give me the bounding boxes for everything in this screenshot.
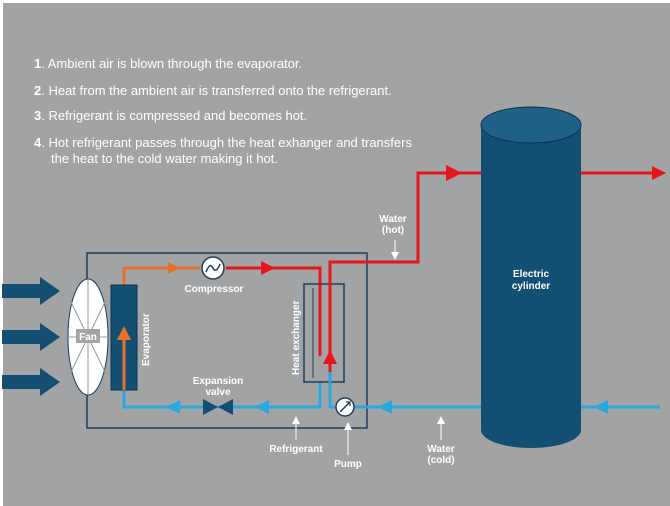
pump-icon: [335, 397, 355, 417]
water-hot-pointer: [391, 240, 399, 260]
hot-water-pipe: [368, 165, 666, 264]
air-arrow-icon: [2, 368, 60, 396]
flow-arrow-icon: [594, 400, 608, 414]
heat-exchanger: [303, 283, 345, 383]
expansion-valve-icon: [203, 399, 233, 415]
water-hot-label-line2: (hot): [382, 225, 404, 236]
air-arrows: [2, 277, 60, 396]
flow-arrow-icon: [652, 166, 666, 180]
cylinder-label-line1: Electric: [513, 269, 550, 280]
compressor-label: Compressor: [185, 284, 244, 295]
cold-water-pipe: [330, 400, 660, 414]
water-cold-pointer: [437, 416, 445, 440]
step-4-continued: the heat to the cold water making it hot…: [51, 151, 278, 166]
compressor-icon: [201, 256, 225, 280]
electric-cylinder: [480, 106, 582, 448]
step-3: 3. Refrigerant is compressed and becomes…: [34, 108, 308, 123]
refrigerant-label: Refrigerant: [269, 444, 323, 455]
flow-arrow-icon: [378, 400, 392, 414]
air-arrow-icon: [2, 323, 60, 351]
flow-arrow-icon: [261, 261, 275, 275]
evaporator-label: Evaporator: [141, 313, 152, 366]
pump-pointer: [344, 422, 352, 455]
step-4: 4. Hot refrigerant passes through the he…: [34, 135, 412, 150]
pump-label: Pump: [334, 459, 362, 470]
fan-label-bg: [76, 329, 100, 343]
flow-arrow-icon: [166, 400, 180, 414]
refrigerant-pointer: [292, 416, 300, 440]
step-2: 2. Heat from the ambient air is transfer…: [34, 83, 392, 98]
step-1: 1. Ambient air is blown through the evap…: [34, 56, 303, 71]
water-cold-label-line2: (cold): [427, 455, 454, 466]
expansion-valve-label-line1: Expansion: [193, 376, 244, 387]
flow-arrow-icon: [168, 262, 180, 274]
cylinder-label-line2: cylinder: [512, 281, 550, 292]
air-arrow-icon: [2, 277, 60, 305]
expansion-valve-label-line2: valve: [205, 387, 230, 398]
heat-exchanger-label: Heat exchanger: [291, 300, 302, 375]
water-cold-label-line1: Water: [427, 444, 455, 455]
flow-arrow-icon: [117, 326, 131, 340]
flow-arrow-icon: [446, 165, 462, 181]
fan-label: Fan: [79, 332, 97, 343]
flow-arrow-icon: [323, 350, 337, 364]
water-hot-label-line1: Water: [379, 214, 407, 225]
flow-arrow-icon: [255, 400, 269, 414]
